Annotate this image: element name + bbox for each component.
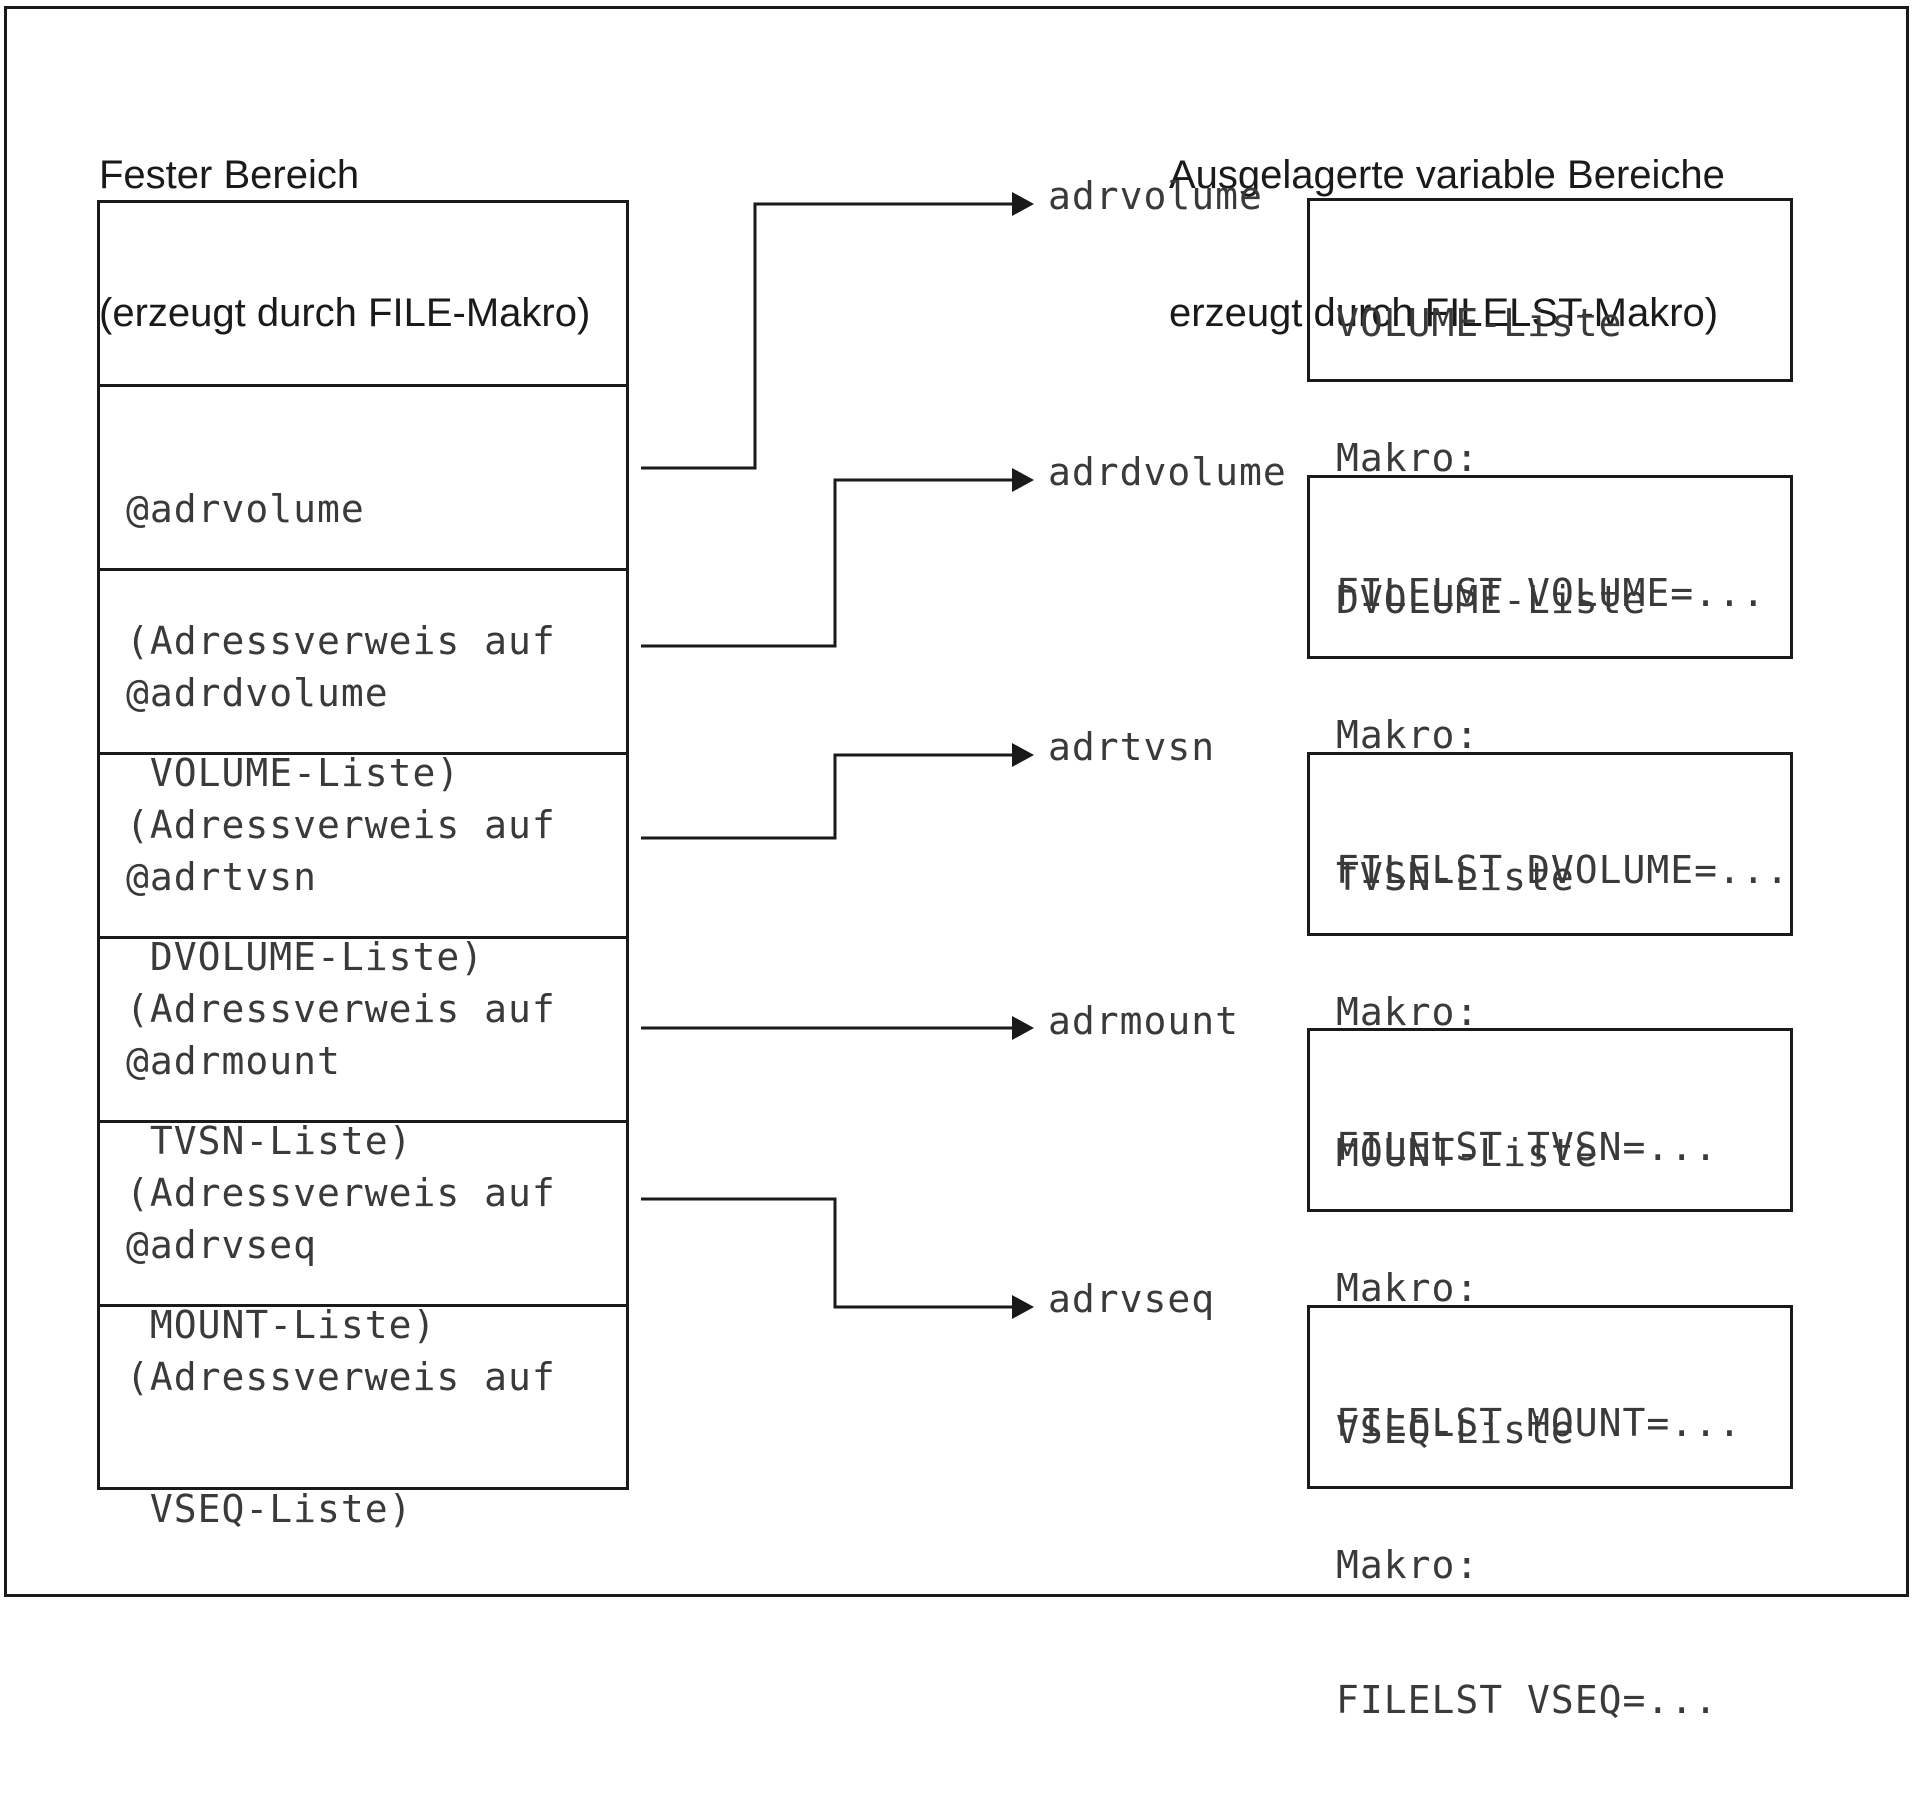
list-text: VOLUME-Liste Makro: FILELST VOLUME=... [1336, 211, 1766, 706]
list-line: DVOLUME-Liste [1336, 578, 1647, 622]
fixed-area-heading-line2: (erzeugt durch FILE-Makro) [99, 291, 591, 335]
pointer-label-adrmount: adrmount [1048, 999, 1240, 1043]
list-line: Makro: [1336, 713, 1480, 757]
arrowhead-adrvseq [1012, 1295, 1034, 1319]
list-line: FILELST DVOLUME=... [1336, 848, 1790, 892]
list-box-tvsn: TVSN-Liste Makro: FILELST TVSN=... [1307, 752, 1793, 1169]
list-text: VSEQ-Liste Makro: FILELST VSEQ=... [1336, 1318, 1718, 1813]
cell-text: @adrvolume (Adressverweis auf VOLUME-Lis… [126, 399, 556, 883]
fixed-cell-adrvseq: @adrvseq (Adressverweis auf VSEQ-Liste) [97, 1120, 629, 1531]
list-text: DVOLUME-Liste Makro: FILELST DVOLUME=... [1336, 488, 1790, 983]
arrow-adrdvolume [641, 478, 1014, 648]
arrowhead-adrdvolume [1012, 468, 1034, 492]
connector-layer [641, 192, 1034, 1319]
variable-area-heading-line2: erzeugt durch FILELST-Makro) [1169, 291, 1719, 335]
cell-line: @adrtvsn [126, 855, 318, 899]
pointer-label-adrdvolume: adrdvolume [1048, 450, 1287, 494]
cell-line: MOUNT-Liste) [126, 1303, 437, 1347]
list-line: Makro: [1336, 1266, 1480, 1310]
cell-line: (Adressverweis auf [126, 987, 556, 1031]
fixed-area-heading: Fester Bereich (erzeugt durch FILE-Makro… [99, 60, 590, 382]
cell-line: @adrvseq [126, 1223, 318, 1267]
list-line: Makro: [1336, 990, 1480, 1034]
fixed-cell-footer [97, 1304, 629, 1490]
list-line: TVSN-Liste [1336, 855, 1575, 899]
cell-line: (Adressverweis auf [126, 803, 556, 847]
fixed-cell-adrtvsn: @adrtvsn (Adressverweis auf TVSN-Liste) [97, 752, 629, 1163]
fixed-cell-header [97, 200, 629, 384]
diagram-frame [4, 6, 1909, 1597]
list-text: MOUNT-Liste Makro: FILELST MOUNT=... [1336, 1041, 1742, 1536]
list-line: FILELST MOUNT=... [1336, 1401, 1742, 1445]
fixed-cell-adrdvolume: @adrdvolume (Adressverweis auf DVOLUME-L… [97, 568, 629, 979]
list-line: VOLUME-Liste [1336, 301, 1623, 345]
cell-text: @adrdvolume (Adressverweis auf DVOLUME-L… [126, 583, 556, 1067]
list-line: VSEQ-Liste [1336, 1408, 1575, 1452]
cell-line: (Adressverweis auf [126, 1171, 556, 1215]
list-line: FILELST VOLUME=... [1336, 571, 1766, 615]
list-box-vseq: VSEQ-Liste Makro: FILELST VSEQ=... [1307, 1305, 1793, 1722]
list-line: Makro: [1336, 1543, 1480, 1587]
pointer-label-adrvseq: adrvseq [1048, 1277, 1216, 1321]
cell-text: @adrvseq (Adressverweis auf VSEQ-Liste) [126, 1135, 556, 1619]
cell-line: VOLUME-Liste) [126, 751, 461, 795]
fixed-area-heading-line1: Fester Bereich [99, 153, 360, 197]
list-box-mount: MOUNT-Liste Makro: FILELST MOUNT=... [1307, 1028, 1793, 1445]
fixed-cell-adrmount: @adrmount (Adressverweis auf MOUNT-Liste… [97, 936, 629, 1347]
arrow-adrtvsn [641, 753, 1014, 840]
arrow-adrvseq [641, 1197, 1014, 1309]
cell-line: @adrmount [126, 1039, 341, 1083]
cell-text: @adrtvsn (Adressverweis auf TVSN-Liste) [126, 767, 556, 1251]
fixed-cell-adrvolume: @adrvolume (Adressverweis auf VOLUME-Lis… [97, 384, 629, 795]
list-line: Makro: [1336, 436, 1480, 480]
list-text: TVSN-Liste Makro: FILELST TVSN=... [1336, 765, 1718, 1260]
arrowhead-adrvolume [1012, 192, 1034, 216]
list-line: FILELST VSEQ=... [1336, 1678, 1719, 1722]
cell-line: @adrdvolume [126, 671, 389, 715]
cell-line: DVOLUME-Liste) [126, 935, 485, 979]
cell-line: VSEQ-Liste) [126, 1487, 413, 1531]
cell-line: (Adressverweis auf [126, 619, 556, 663]
list-line: FILELST TVSN=... [1336, 1125, 1719, 1169]
variable-area-heading-line1: Ausgelagerte variable Bereiche [1169, 153, 1725, 197]
cell-text: @adrmount (Adressverweis auf MOUNT-Liste… [126, 951, 556, 1435]
list-line: MOUNT-Liste [1336, 1131, 1599, 1175]
pointer-label-adrtvsn: adrtvsn [1048, 725, 1216, 769]
cell-line: @adrvolume [126, 487, 365, 531]
list-box-dvolume: DVOLUME-Liste Makro: FILELST DVOLUME=... [1307, 475, 1793, 892]
arrow-adrvolume [641, 202, 1014, 470]
pointer-label-adrvolume: adrvolume [1048, 174, 1263, 218]
variable-area-heading: Ausgelagerte variable Bereiche erzeugt d… [1169, 60, 1725, 382]
cell-line: (Adressverweis auf [126, 1355, 556, 1399]
arrowhead-adrmount [1012, 1016, 1034, 1040]
cell-line: TVSN-Liste) [126, 1119, 413, 1163]
list-box-volume: VOLUME-Liste Makro: FILELST VOLUME=... [1307, 198, 1793, 615]
arrowhead-adrtvsn [1012, 743, 1034, 767]
